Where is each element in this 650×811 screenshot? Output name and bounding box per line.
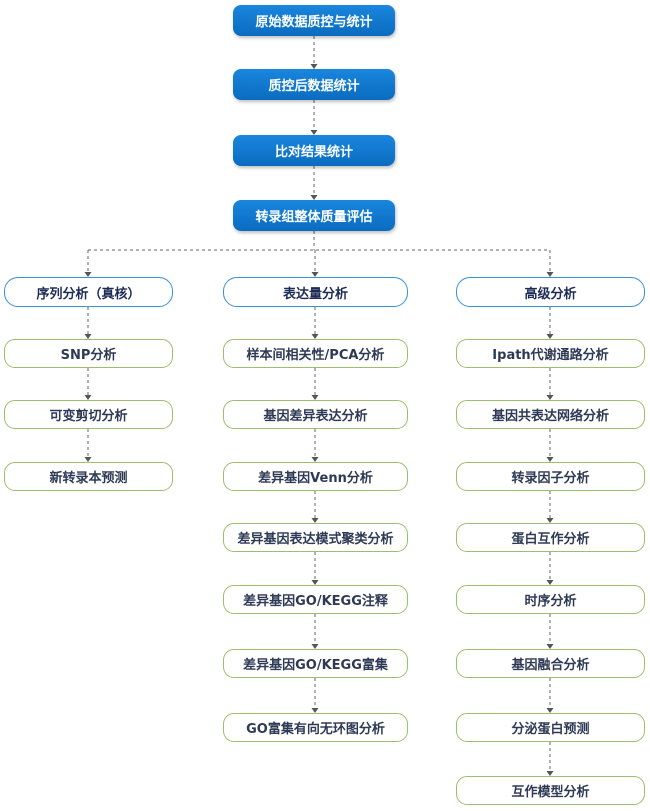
arrowhead (546, 708, 554, 713)
arrowhead (310, 195, 318, 200)
arrowhead (311, 708, 319, 713)
main-step-post-qc-stats: 质控后数据统计 (233, 69, 395, 100)
arrowhead (546, 334, 554, 339)
arrowhead (546, 518, 554, 523)
arrowhead (546, 644, 554, 649)
arrowhead (546, 771, 554, 776)
main-step-alignment-stats: 比对结果统计 (233, 135, 395, 166)
item-protein-interaction: 蛋白互作分析 (456, 523, 645, 552)
arrowhead (546, 580, 554, 585)
arrowhead (311, 272, 319, 277)
item-coexpression-network: 基因共表达网络分析 (456, 400, 645, 429)
category-expression-analysis: 表达量分析 (223, 277, 408, 307)
item-ipath-pathway: Ipath代谢通路分析 (456, 339, 645, 368)
item-go-kegg-enrichment: 差异基因GO/KEGG富集 (223, 649, 408, 678)
arrowhead (311, 518, 319, 523)
arrowhead (310, 130, 318, 135)
item-secreted-protein: 分泌蛋白预测 (456, 713, 645, 742)
main-step-quality-assessment: 转录组整体质量评估 (233, 200, 395, 231)
item-time-series: 时序分析 (456, 585, 645, 614)
arrowhead (311, 644, 319, 649)
arrowhead (311, 334, 319, 339)
item-sample-correlation-pca: 样本间相关性/PCA分析 (223, 339, 408, 368)
item-differential-expression: 基因差异表达分析 (223, 400, 408, 429)
arrowhead (84, 395, 92, 400)
arrowhead (311, 395, 319, 400)
category-advanced-analysis: 高级分析 (456, 277, 645, 307)
item-interaction-model: 互作模型分析 (456, 776, 645, 805)
item-go-kegg-annotation: 差异基因GO/KEGG注释 (223, 585, 408, 614)
item-expression-clustering: 差异基因表达模式聚类分析 (223, 523, 408, 552)
item-go-dag-analysis: GO富集有向无环图分析 (223, 713, 408, 742)
item-novel-transcript-prediction: 新转录本预测 (4, 462, 173, 491)
item-venn-analysis: 差异基因Venn分析 (223, 462, 408, 491)
item-snp-analysis: SNP分析 (4, 339, 173, 368)
main-step-raw-qc: 原始数据质控与统计 (233, 5, 395, 36)
arrowhead (546, 457, 554, 462)
item-alternative-splicing: 可变剪切分析 (4, 400, 173, 429)
arrowhead (546, 395, 554, 400)
category-sequence-analysis: 序列分析（真核） (4, 277, 173, 307)
arrowhead (84, 272, 92, 277)
arrowhead (546, 272, 554, 277)
item-transcription-factor: 转录因子分析 (456, 462, 645, 491)
arrowhead (310, 64, 318, 69)
arrowhead (311, 580, 319, 585)
arrowhead (311, 457, 319, 462)
arrowhead (84, 334, 92, 339)
arrowhead (84, 457, 92, 462)
item-gene-fusion: 基因融合分析 (456, 649, 645, 678)
